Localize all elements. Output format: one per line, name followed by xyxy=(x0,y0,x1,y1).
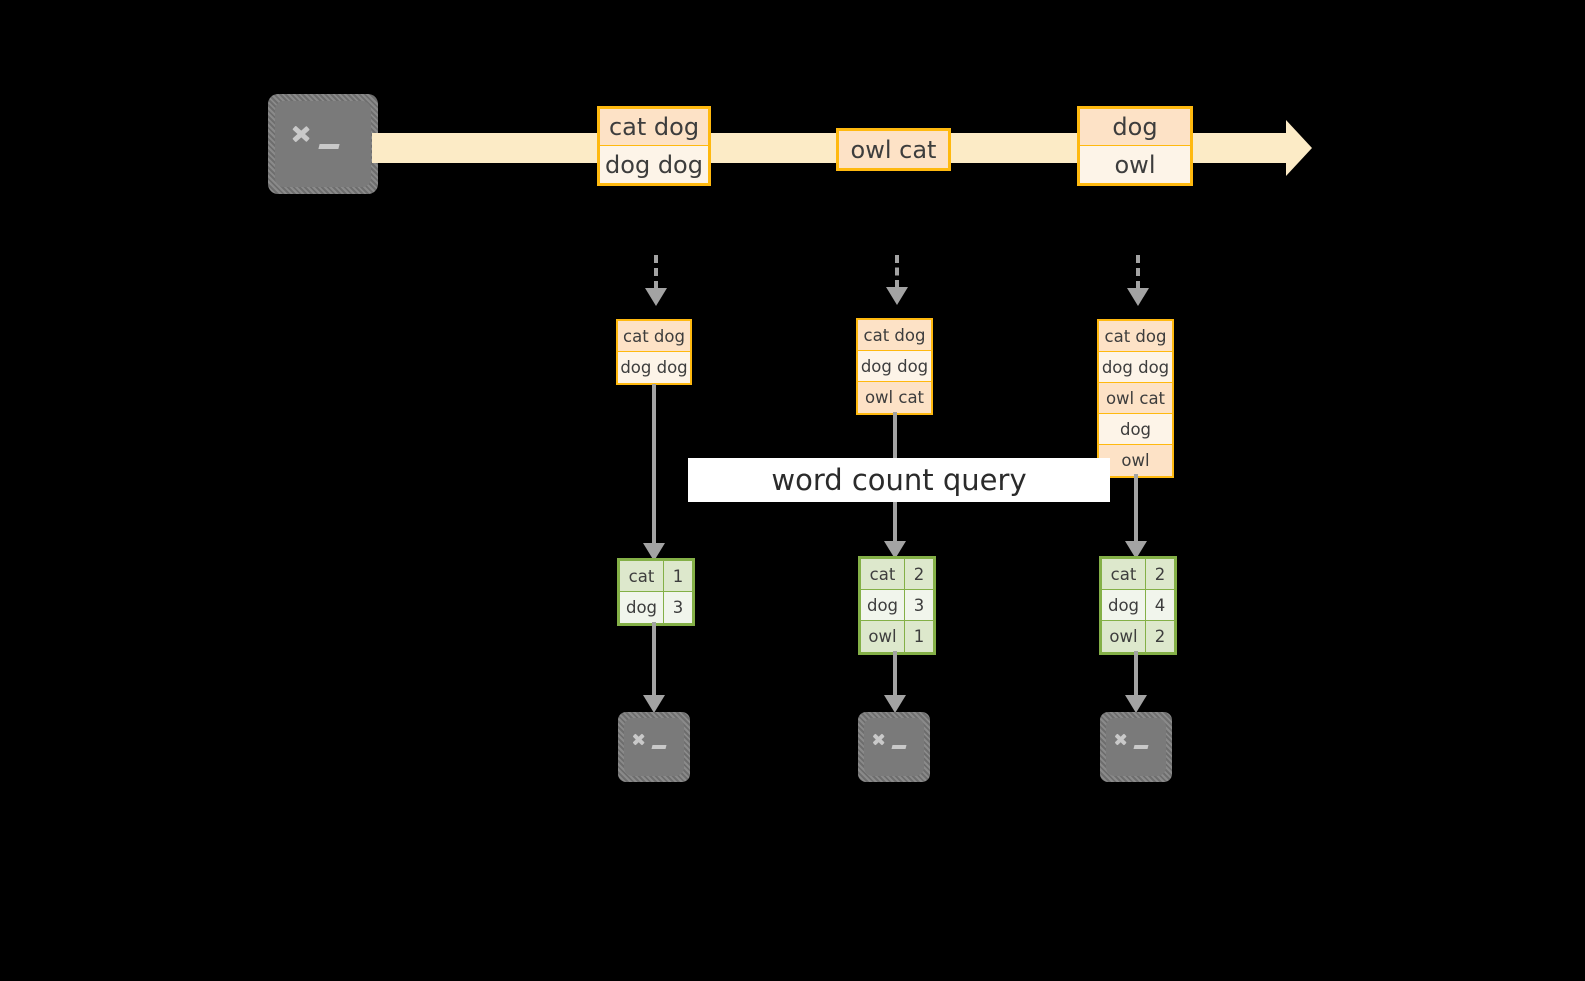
snapshot-2-result-table: cat 2 dog 3 owl 1 xyxy=(858,556,936,655)
terminal-screen xyxy=(1106,718,1166,776)
count-cell: 3 xyxy=(664,592,692,623)
snapshot-1-query-arrowhead-icon xyxy=(643,543,665,561)
terminal-screen xyxy=(275,101,371,187)
count-cell: 4 xyxy=(1146,590,1174,620)
word-cell: owl xyxy=(861,621,905,652)
word-cell: cat xyxy=(1102,559,1146,589)
stream-to-snapshot-2-line xyxy=(895,255,899,288)
snapshot-3-sink-terminal-icon xyxy=(1100,712,1172,782)
table-row: owl 2 xyxy=(1102,621,1174,652)
snapshot-1-sink-line xyxy=(652,622,656,698)
snapshot-1-sink-terminal-icon xyxy=(618,712,690,782)
terminal-screen xyxy=(864,718,924,776)
record-line: dog xyxy=(1080,109,1190,146)
input-line: dog dog xyxy=(1099,352,1172,383)
word-cell: owl xyxy=(1102,621,1146,652)
count-cell: 1 xyxy=(664,561,692,591)
prompt-underscore-icon xyxy=(1133,745,1149,750)
snapshot-3-query-line xyxy=(1134,474,1138,544)
stream-record-3: dog owl xyxy=(1077,106,1193,186)
table-row: owl 1 xyxy=(861,621,933,652)
table-row: dog 3 xyxy=(861,590,933,621)
table-row: cat 2 xyxy=(1102,559,1174,590)
word-cell: cat xyxy=(861,559,905,589)
stream-to-snapshot-1-line xyxy=(654,255,658,289)
table-row: cat 1 xyxy=(620,561,692,592)
snapshot-2-input-table: cat dog dog dog owl cat xyxy=(856,318,933,415)
snapshot-3-sink-arrowhead-icon xyxy=(1125,695,1147,713)
prompt-underscore-icon xyxy=(318,144,340,149)
terminal-screen xyxy=(624,718,684,776)
count-cell: 2 xyxy=(1146,559,1174,589)
input-line: owl cat xyxy=(1099,383,1172,414)
word-cell: dog xyxy=(861,590,905,620)
snapshot-1-query-line xyxy=(652,384,656,546)
count-cell: 2 xyxy=(905,559,933,589)
input-line: dog xyxy=(1099,414,1172,445)
snapshot-3-sink-line xyxy=(1134,651,1138,698)
stream-record-2: owl cat xyxy=(836,128,951,171)
word-cell: dog xyxy=(620,592,664,623)
record-line: owl cat xyxy=(839,131,948,168)
prompt-underscore-icon xyxy=(651,745,667,750)
input-line: cat dog xyxy=(1099,321,1172,352)
table-row: dog 3 xyxy=(620,592,692,623)
record-line: dog dog xyxy=(600,146,708,183)
snapshot-1-sink-arrowhead-icon xyxy=(643,695,665,713)
snapshot-3-query-arrowhead-icon xyxy=(1125,541,1147,559)
input-line: cat dog xyxy=(618,321,690,352)
input-line: dog dog xyxy=(858,351,931,382)
source-terminal-icon xyxy=(268,94,378,194)
input-line: cat dog xyxy=(858,320,931,351)
snapshot-2-query-arrowhead-icon xyxy=(884,541,906,559)
word-cell: dog xyxy=(1102,590,1146,620)
count-cell: 1 xyxy=(905,621,933,652)
snapshot-3-input-table: cat dog dog dog owl cat dog owl xyxy=(1097,319,1174,478)
stream-to-snapshot-3-line xyxy=(1136,255,1140,289)
table-row: dog 4 xyxy=(1102,590,1174,621)
stream-to-snapshot-3-arrowhead-icon xyxy=(1127,288,1149,306)
stream-record-1: cat dog dog dog xyxy=(597,106,711,186)
snapshot-2-sink-line xyxy=(893,651,897,698)
input-line: owl cat xyxy=(858,382,931,413)
input-line: owl xyxy=(1099,445,1172,476)
snapshot-2-sink-arrowhead-icon xyxy=(884,695,906,713)
record-line: cat dog xyxy=(600,109,708,146)
stream-to-snapshot-2-arrowhead-icon xyxy=(886,287,908,305)
snapshot-1-result-table: cat 1 dog 3 xyxy=(617,558,695,626)
stream-arrow-head-icon xyxy=(1286,120,1312,176)
count-cell: 3 xyxy=(905,590,933,620)
table-row: cat 2 xyxy=(861,559,933,590)
snapshot-3-result-table: cat 2 dog 4 owl 2 xyxy=(1099,556,1177,655)
snapshot-1-input-table: cat dog dog dog xyxy=(616,319,692,385)
snapshot-2-sink-terminal-icon xyxy=(858,712,930,782)
count-cell: 2 xyxy=(1146,621,1174,652)
word-cell: cat xyxy=(620,561,664,591)
input-line: dog dog xyxy=(618,352,690,383)
stream-to-snapshot-1-arrowhead-icon xyxy=(645,288,667,306)
query-label: word count query xyxy=(688,458,1110,502)
record-line: owl xyxy=(1080,146,1190,183)
prompt-underscore-icon xyxy=(891,745,907,750)
